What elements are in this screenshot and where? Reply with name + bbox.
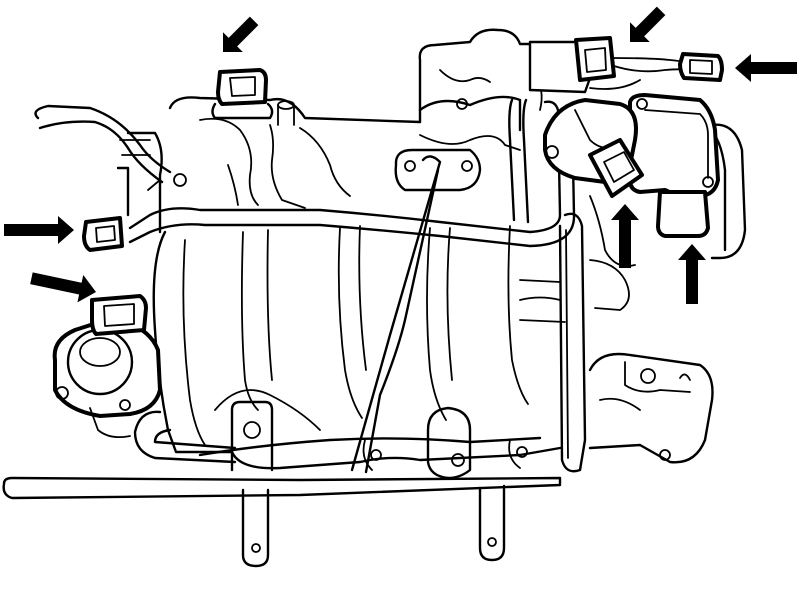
egr-valve-connector — [90, 294, 148, 336]
arrow-iat-connector — [630, 6, 666, 42]
diagonal-pipe — [350, 148, 482, 474]
right-vertical-pipe — [558, 212, 587, 473]
throttle-position-sensor-connector — [656, 190, 710, 238]
wire-harness-connector — [678, 52, 724, 82]
throttle-position-sensor — [627, 93, 720, 238]
plenum-body — [152, 225, 562, 470]
surge-tank — [168, 28, 543, 209]
intake-air-temp-sensor-connector — [574, 36, 616, 82]
vacuum-pipe-long — [128, 98, 576, 248]
arrow-egr-connector — [30, 272, 96, 303]
manifold-left-block — [116, 131, 163, 234]
center-bracket — [230, 400, 274, 472]
injector-harness-connector — [82, 216, 124, 252]
mounting-bracket-right — [478, 484, 506, 562]
idle-air-control-valve-connector — [588, 138, 644, 198]
egr-valve — [52, 294, 162, 439]
mounting-bracket-left — [241, 488, 270, 568]
arrow-map-sensor — [223, 16, 259, 52]
bottom-bosses — [362, 406, 528, 480]
map-sensor-connector — [216, 68, 268, 106]
arrow-tps-connector — [678, 244, 706, 304]
mounting-rail — [2, 476, 562, 500]
coolant-hose-lower — [133, 410, 237, 464]
intake-air-temp-sensor — [528, 36, 701, 94]
arrow-iac-connector — [611, 204, 639, 268]
callout-arrows — [4, 6, 797, 304]
injector-harness — [82, 216, 124, 252]
vacuum-pipe-upper — [34, 104, 187, 191]
idle-air-control-valve — [543, 98, 644, 198]
map-sensor — [211, 68, 274, 120]
arrow-injector-connector — [4, 216, 74, 244]
arrow-wire-connector — [735, 54, 797, 82]
outlet-flange — [519, 259, 714, 464]
